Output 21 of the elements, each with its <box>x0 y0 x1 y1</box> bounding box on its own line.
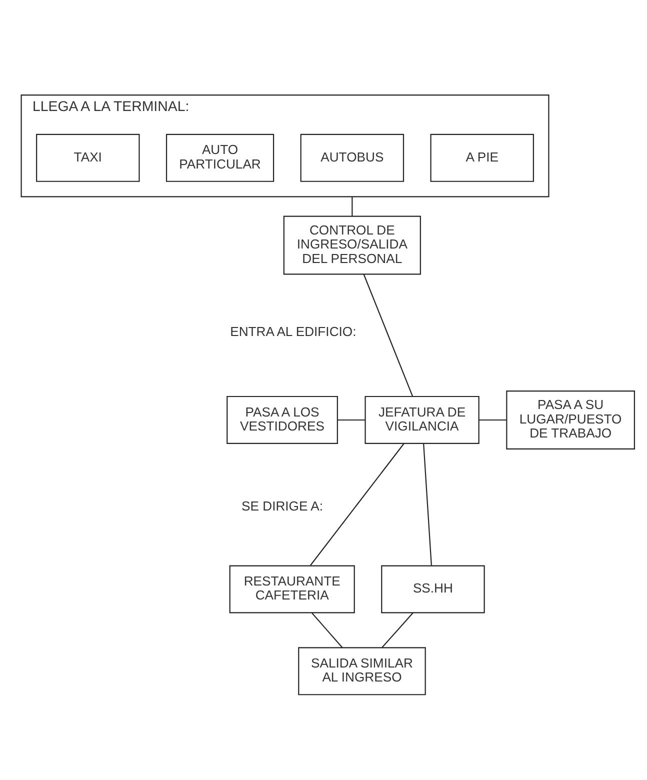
connector <box>423 442 432 565</box>
node-box: SS.HH <box>381 564 485 613</box>
node-box: JEFATURA DE VIGILANCIA <box>364 395 480 444</box>
node-box: AUTO PARTICULAR <box>166 133 274 182</box>
connector <box>352 196 353 216</box>
node-box: RESTAURANTE CAFETERIA <box>229 564 355 613</box>
label: ENTRA AL EDIFICIO: <box>230 324 356 339</box>
node-box: CONTROL DE INGRESO/SALIDA DEL PERSONAL <box>283 215 421 274</box>
node-box: PASA A LOS VESTIDORES <box>226 395 338 444</box>
connector <box>312 612 343 648</box>
node-box: A PIE <box>430 133 534 182</box>
node-box: PASA A SU LUGAR/PUESTO DE TRABAJO <box>506 390 635 449</box>
node-box: SALIDA SIMILAR AL INGRESO <box>298 646 426 695</box>
node-box: AUTOBUS <box>300 133 404 182</box>
connector <box>310 442 404 566</box>
connector <box>338 418 366 420</box>
connector <box>382 612 414 648</box>
connector <box>478 418 506 420</box>
node-box: TAXI <box>36 133 140 182</box>
label: SE DIRIGE A: <box>242 498 324 514</box>
connector <box>363 274 414 396</box>
